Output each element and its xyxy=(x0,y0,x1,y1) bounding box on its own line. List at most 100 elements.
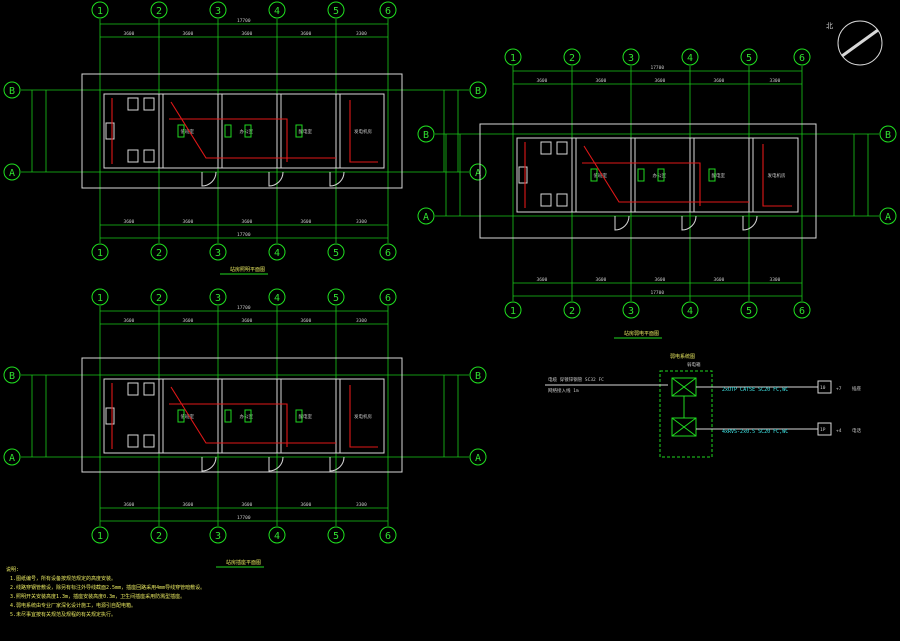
grid-label: A xyxy=(423,212,429,223)
grid-bubble-2 xyxy=(563,301,581,319)
riser-in-label: 电缆 穿镀锌钢管 SC32 FC xyxy=(548,376,604,383)
grid-label: 3 xyxy=(215,531,221,542)
grid-bubble-6 xyxy=(379,526,397,544)
bay-dimension: 3300 xyxy=(356,318,367,324)
grid-label: 4 xyxy=(274,531,280,542)
weak-plan-title: 站房弱电平面图 xyxy=(624,330,659,337)
riser-box-label: 弱电箱 xyxy=(687,361,701,368)
grid-bubble-B xyxy=(469,81,487,99)
grid-label: 6 xyxy=(799,306,805,317)
bay-dimension: 3600 xyxy=(596,78,607,84)
grid-label: 2 xyxy=(569,306,575,317)
grid-label: 3 xyxy=(628,53,634,64)
grid-bubble-B xyxy=(417,125,435,143)
socket-plan-title: 站房插座平面图 xyxy=(226,559,261,566)
grid-label: 5 xyxy=(333,248,339,259)
grid-label: 1 xyxy=(97,248,103,259)
total-dimension: 17700 xyxy=(237,515,251,521)
grid-bubble-1 xyxy=(91,243,109,261)
note-1: 1.图纸编号，所有设备按规范规定的高度安装。 xyxy=(10,575,116,582)
total-dimension: 17700 xyxy=(651,290,665,296)
grid-label: 2 xyxy=(156,293,162,304)
grid-label: 6 xyxy=(385,6,391,17)
grid-label: 3 xyxy=(215,293,221,304)
grid-bubble-2 xyxy=(150,288,168,306)
riser-title: 弱电系统图 xyxy=(670,353,695,360)
note-2: 2.线路穿钢管敷设，除另有标注外导线截面2.5mm，插座回路采用4mm导线穿管暗… xyxy=(10,584,205,591)
grid-label: A xyxy=(9,453,15,464)
grid-bubble-5 xyxy=(740,48,758,66)
grid-bubble-2 xyxy=(150,526,168,544)
bay-dimension: 3600 xyxy=(714,277,725,283)
grid-label: 5 xyxy=(333,6,339,17)
bay-dimension: 3600 xyxy=(537,277,548,283)
grid-bubble-2 xyxy=(150,1,168,19)
bay-dimension: 3600 xyxy=(183,502,194,508)
room-label: 发电机房 xyxy=(354,128,372,135)
riser-out2-label: 电话 xyxy=(852,427,861,434)
grid-bubble-B xyxy=(469,366,487,384)
grid-label: 6 xyxy=(385,293,391,304)
room-label: 值班室 xyxy=(181,128,195,135)
bay-dimension: 3600 xyxy=(183,318,194,324)
grid-label: 2 xyxy=(569,53,575,64)
grid-bubble-1 xyxy=(91,288,109,306)
grid-label: 1 xyxy=(97,293,103,304)
grid-label: 3 xyxy=(628,306,634,317)
grid-label: 5 xyxy=(746,306,752,317)
riser-line1: 2xUTP CAT5E SC20 FC,WC xyxy=(722,387,788,393)
grid-label: 4 xyxy=(274,6,280,17)
bay-dimension: 3600 xyxy=(124,219,135,225)
note-3: 3.照明开关安装高度1.3m，插座安装高度0.3m，卫生间插座采用防溅型插座。 xyxy=(10,593,185,600)
grid-label: 1 xyxy=(97,6,103,17)
bay-dimension: 3300 xyxy=(356,502,367,508)
grid-label: B xyxy=(475,86,481,97)
riser-out1-txt: +7 xyxy=(836,386,842,392)
grid-bubble-4 xyxy=(268,526,286,544)
bay-dimension: 3600 xyxy=(124,318,135,324)
riser-out1-box: 10 xyxy=(820,385,826,391)
grid-label: A xyxy=(9,168,15,179)
bay-dimension: 3600 xyxy=(714,78,725,84)
room-label: 发电机房 xyxy=(354,413,372,420)
north-label: 北 xyxy=(826,22,833,30)
grid-bubble-4 xyxy=(268,288,286,306)
total-dimension: 17700 xyxy=(651,65,665,71)
riser-out2-box: 1P xyxy=(820,427,826,433)
grid-label: 2 xyxy=(156,6,162,17)
riser-line2: 4xRVS-2x0.5 SC20 FC,WC xyxy=(722,429,788,435)
grid-label: B xyxy=(9,86,15,97)
grid-bubble-B xyxy=(879,125,897,143)
grid-bubble-3 xyxy=(209,243,227,261)
grid-bubble-1 xyxy=(504,301,522,319)
room-label: 办公室 xyxy=(240,413,254,420)
grid-bubble-1 xyxy=(91,526,109,544)
bay-dimension: 3600 xyxy=(655,78,666,84)
grid-label: 1 xyxy=(510,306,516,317)
bay-dimension: 3600 xyxy=(537,78,548,84)
grid-bubble-4 xyxy=(681,48,699,66)
grid-bubble-A xyxy=(469,163,487,181)
grid-bubble-3 xyxy=(209,526,227,544)
room-label: 配电室 xyxy=(299,413,313,420)
grid-bubble-5 xyxy=(740,301,758,319)
grid-label: 5 xyxy=(746,53,752,64)
grid-bubble-5 xyxy=(327,288,345,306)
grid-label: 4 xyxy=(274,248,280,259)
lighting-plan-title: 站房照明平面图 xyxy=(230,266,265,273)
grid-bubble-4 xyxy=(268,243,286,261)
bay-dimension: 3600 xyxy=(183,31,194,37)
riser-out1-label: 插座 xyxy=(852,385,861,392)
bay-dimension: 3300 xyxy=(770,78,781,84)
grid-label: B xyxy=(475,371,481,382)
grid-bubble-6 xyxy=(379,288,397,306)
grid-label: B xyxy=(9,371,15,382)
bay-dimension: 3600 xyxy=(596,277,607,283)
bay-dimension: 3600 xyxy=(301,502,312,508)
grid-label: 1 xyxy=(97,531,103,542)
total-dimension: 17700 xyxy=(237,232,251,238)
grid-bubble-6 xyxy=(793,48,811,66)
riser-in-sub: 网络接入线 1m xyxy=(548,387,579,394)
